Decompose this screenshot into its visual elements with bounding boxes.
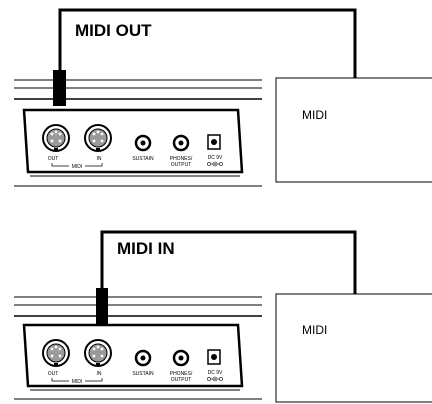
dc-polarity-icon	[207, 161, 223, 167]
sustain-jack	[134, 349, 152, 367]
device-label: MIDI	[302, 108, 327, 122]
phones-output-jack	[172, 134, 190, 152]
midi-cable	[100, 230, 357, 310]
panel-midi-in: MIDI IN	[14, 230, 432, 403]
midi-cable	[58, 8, 357, 100]
midi-in-jack	[84, 339, 112, 367]
label-in: IN	[97, 371, 102, 377]
label-output: OUTPUT	[171, 162, 192, 168]
rear-jack-panel: OUT IN MIDI SUSTAIN PHONES/ OUTPUT DC 9V	[22, 108, 244, 177]
label-midi: MIDI	[72, 164, 83, 170]
label-phones: PHONES/	[170, 156, 193, 162]
label-in: IN	[97, 156, 102, 162]
midi-out-jack	[42, 124, 70, 152]
dc-in-jack	[207, 134, 221, 150]
panel-title: MIDI OUT	[75, 21, 152, 40]
panel-title: MIDI IN	[117, 239, 175, 258]
label-midi: MIDI	[72, 379, 83, 385]
label-dc: DC 9V	[208, 155, 223, 161]
phones-output-jack	[172, 349, 190, 367]
external-midi-device: MIDI	[275, 293, 432, 403]
midi-plug	[96, 288, 108, 326]
label-sustain: SUSTAIN	[132, 156, 154, 162]
dc-polarity-icon	[207, 376, 223, 382]
label-dc: DC 9V	[208, 370, 223, 376]
label-phones: PHONES/	[170, 371, 193, 377]
sustain-jack	[134, 134, 152, 152]
device-label: MIDI	[302, 323, 327, 337]
midi-in-jack	[84, 124, 112, 152]
label-out: OUT	[48, 371, 59, 377]
rear-jack-panel: OUT IN MIDI SUSTAIN PHONES/ OUTPUT DC 9V	[22, 323, 244, 391]
label-sustain: SUSTAIN	[132, 371, 154, 377]
dc-in-jack	[207, 349, 221, 365]
label-out: OUT	[48, 156, 59, 162]
label-output: OUTPUT	[171, 377, 192, 383]
panel-midi-out: MIDI OUT	[14, 8, 432, 187]
external-midi-device: MIDI	[275, 77, 432, 183]
midi-out-jack	[42, 339, 70, 367]
midi-plug	[53, 70, 66, 106]
